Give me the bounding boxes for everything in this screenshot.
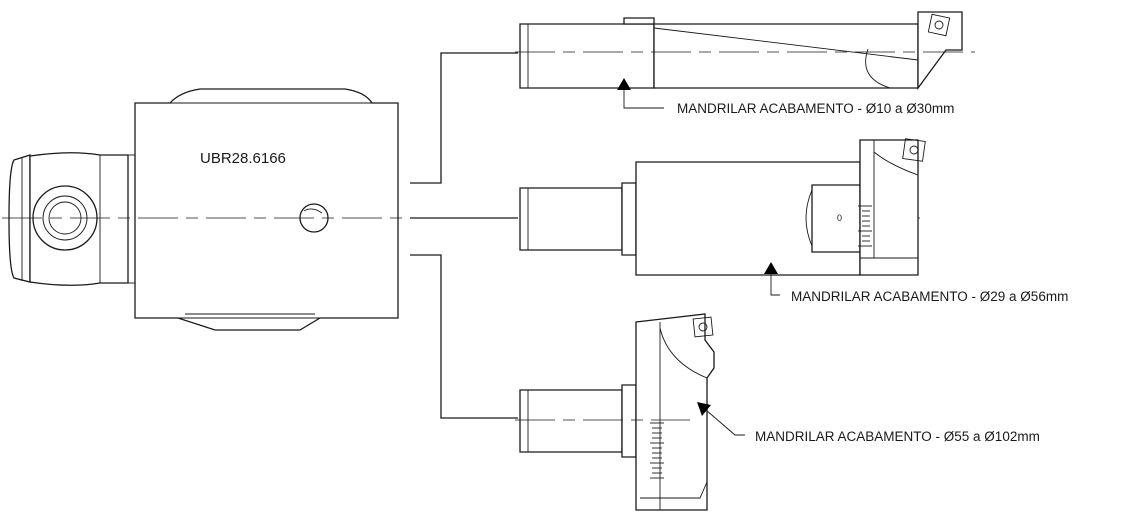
tool-2-dial-zero: 0 [837,213,842,223]
boring-head-holder: UBR28.6166 [8,88,399,331]
tool-3-scale [650,422,664,479]
tool-1-arrow [617,78,631,90]
tool-2-medium-boring-head: 0 MANDRILAR ACABAMENTO - Ø29 a Ø56mm [519,138,1068,304]
connector-lines [410,52,518,419]
tool-3-label: MANDRILAR ACABAMENTO - Ø55 a Ø102mm [755,429,1040,444]
holder-model-label: UBR28.6166 [200,150,286,167]
tool-3-large-boring-head: MANDRILAR ACABAMENTO - Ø55 a Ø102mm [515,313,1040,511]
tool-2-label: MANDRILAR ACABAMENTO - Ø29 a Ø56mm [791,289,1068,304]
tool-2-scale [858,205,872,247]
tool-2-arrow [764,262,778,274]
tool-1-label: MANDRILAR ACABAMENTO - Ø10 a Ø30mm [677,101,954,116]
tool-3-arrow [697,402,711,416]
tool-1-small-boring-bar: MANDRILAR ACABAMENTO - Ø10 a Ø30mm [515,11,975,116]
